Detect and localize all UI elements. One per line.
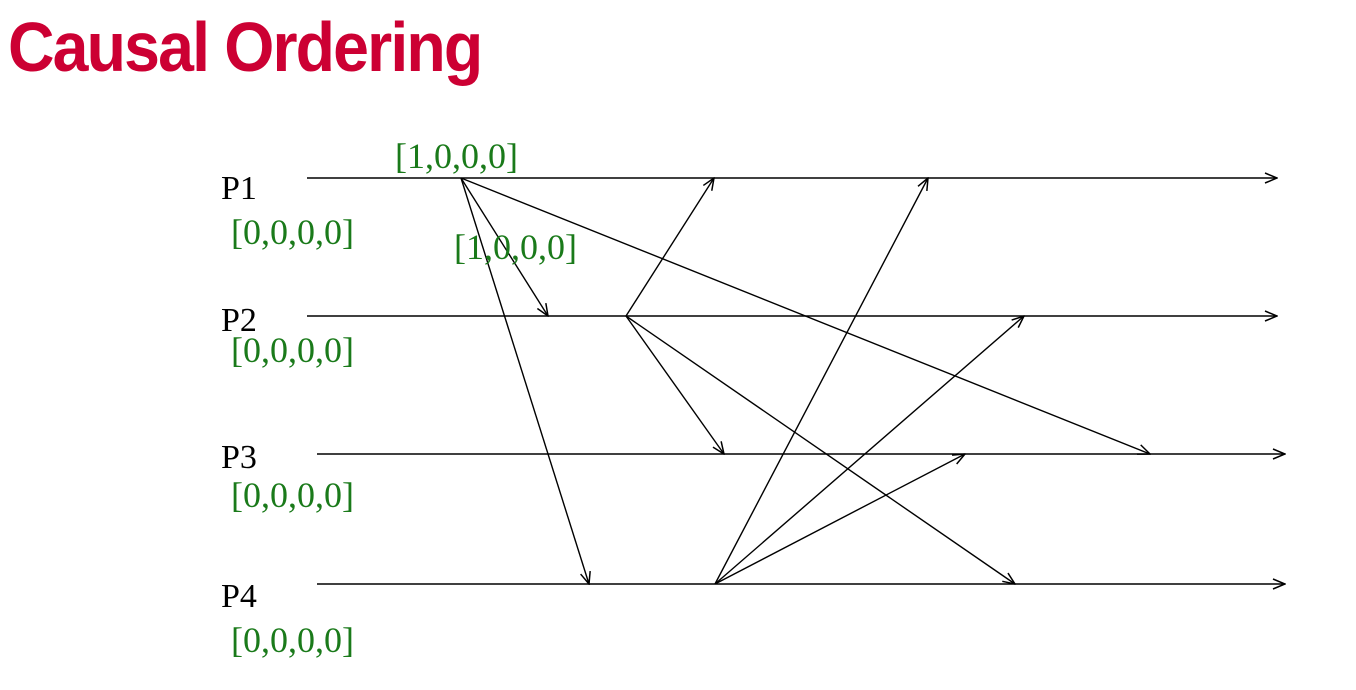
- message-p2-to-p3: [625, 315, 724, 454]
- message-p1-to-p3: [460, 177, 1150, 454]
- event-vector-p2-receive: [1,0,0,0]: [454, 227, 577, 267]
- message-p2-to-p1: [625, 178, 714, 317]
- page-title: Causal Ordering: [8, 8, 483, 86]
- vector-clock-p1: [0,0,0,0]: [231, 212, 354, 252]
- vector-clock-p4: [0,0,0,0]: [231, 620, 354, 660]
- vector-clock-p3: [0,0,0,0]: [231, 475, 354, 515]
- message-p1-to-p4: [460, 177, 589, 584]
- message-p1-to-p2: [460, 177, 548, 316]
- message-p4-to-p2: [714, 316, 1024, 585]
- vector-clock-p2: [0,0,0,0]: [231, 330, 354, 370]
- event-vector-p1-send: [1,0,0,0]: [395, 136, 518, 176]
- message-p2-to-p4: [625, 315, 1015, 584]
- message-p4-to-p3: [714, 454, 965, 585]
- process-label-p3: P3: [221, 439, 257, 476]
- process-label-p1: P1: [221, 170, 257, 207]
- process-label-p4: P4: [221, 578, 257, 615]
- process-label-p2: P2: [221, 302, 257, 339]
- message-p4-to-p1: [714, 178, 928, 585]
